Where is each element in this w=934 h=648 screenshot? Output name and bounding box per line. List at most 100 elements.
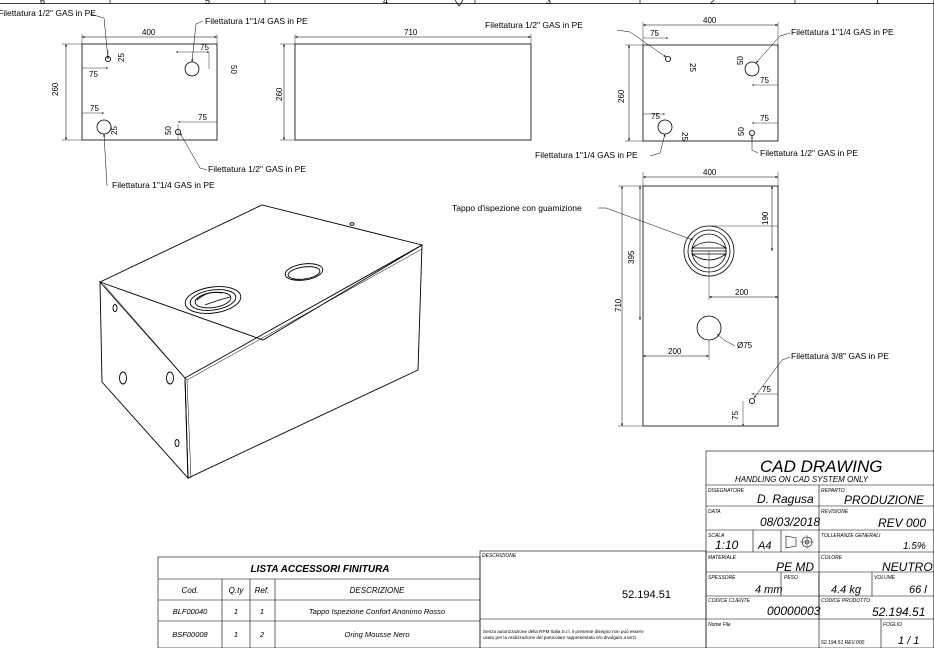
zone-number-3: 3 — [546, 0, 551, 6]
zone-number-4: 4 — [383, 0, 388, 6]
scale-label: SCALA — [708, 533, 725, 539]
table-row-2-code: BSF00008 — [172, 630, 208, 639]
top-note-inspection: Tappo d'ispezione con guamizione — [452, 203, 582, 213]
zone-number-6: 6 — [40, 0, 45, 6]
front-note-bottom-right: Filettatura 1/2" GAS in PE — [208, 164, 306, 174]
accessories-table — [157, 556, 481, 648]
rear-note-bottom-right: Filettatura 1/2" GAS in PE — [760, 148, 858, 158]
top-diameter: Ø75 — [737, 341, 753, 350]
rear-dim-g: 75 — [760, 114, 769, 123]
table-header-qty: Q.ty — [229, 586, 245, 595]
thickness-label: SPESSORE — [708, 575, 736, 581]
rear-dim-c: 50 — [736, 56, 745, 65]
side-height-dim: 260 — [275, 87, 284, 101]
revision-value: REV 000 — [878, 516, 926, 530]
product-code-value: 52.194.51 — [872, 605, 925, 619]
client-code-label: CODICE CLIENTE — [708, 598, 751, 604]
disclaimer-line-1: Senza autorizzazione della RPM Italia S.… — [483, 629, 644, 634]
sheet-label: FOGLIO — [883, 622, 902, 628]
top-dim-75: 75 — [762, 385, 771, 394]
side-length-dim: 710 — [404, 28, 418, 37]
thickness-value: 4 mm — [755, 584, 783, 596]
weight-label: PESO — [784, 575, 798, 581]
accessories-table-title: LISTA ACCESSORI FINITURA — [250, 564, 389, 575]
top-view-notes: Tappo d'ispezione con guamizione Filetta… — [452, 203, 889, 361]
zone-numbers: 6 5 4 3 2 1 — [40, 0, 880, 6]
material-value: PE MD — [776, 560, 814, 574]
rear-view — [616, 22, 791, 157]
description-label: DESCRIZIONE — [482, 553, 517, 559]
front-dim-a: 25 — [117, 53, 126, 62]
rear-dim-a: 75 — [650, 29, 659, 38]
zone-number-5: 5 — [205, 0, 210, 6]
table-header-description: DESCRIZIONE — [350, 586, 405, 595]
front-view-dims: 400 260 25 75 75 75 50 75 25 50 — [51, 28, 238, 135]
front-note-top-left: Filettatura 1/2" GAS in PE — [0, 8, 96, 18]
rear-view-notes: Filettatura 1/2" GAS in PE Filettatura 1… — [485, 20, 894, 160]
rear-height-dim: 260 — [617, 89, 626, 103]
title-block — [705, 450, 934, 648]
table-row-1-ref: 1 — [260, 607, 264, 616]
top-length-dim: 710 — [614, 298, 623, 312]
front-note-top-right: Filettatura 1"1/4 GAS in PE — [205, 16, 308, 26]
product-code-label: CODICE PRODOTTO — [821, 598, 870, 604]
rear-dim-h: 50 — [737, 127, 746, 136]
designer-label: DISEGNATORE — [708, 488, 745, 494]
rear-dim-d: 75 — [760, 76, 769, 85]
side-view — [280, 34, 532, 141]
volume-value: 66 l — [909, 584, 927, 596]
top-dim-190: 190 — [761, 211, 770, 225]
date-label: DATA — [708, 509, 721, 515]
color-value: NEUTRO — [882, 560, 933, 574]
rear-width-dim: 400 — [703, 16, 717, 25]
table-row-1-code: BLF00040 — [173, 607, 208, 616]
rear-note-top-right: Filettatura 1"1/4 GAS in PE — [791, 27, 894, 37]
description-value: 52.194.51 — [622, 589, 671, 601]
weight-value: 4.4 kg — [831, 584, 862, 596]
front-height-dim: 260 — [51, 82, 60, 96]
zone-number-1: 1 — [875, 0, 880, 6]
top-dim-75-b: 75 — [731, 411, 740, 420]
front-note-bottom-left: Filettatura 1"1/4 GAS in PE — [112, 180, 215, 190]
top-view — [598, 172, 791, 427]
front-dim-d: 75 — [200, 43, 209, 52]
tolerance-value: 1.5% — [903, 541, 926, 552]
disclaimer-line-2: usato per la realizzazione del particola… — [483, 635, 637, 640]
title-block-text: CAD DRAWING HANDLING ON CAD SYSTEM ONLY … — [708, 457, 933, 647]
table-header-code: Cod. — [182, 586, 199, 595]
description-block-text: DESCRIZIONE 52.194.51 Senza autorizzazio… — [482, 553, 671, 640]
accessories-table-text: LISTA ACCESSORI FINITURA Cod. Q.ty Ref. … — [172, 564, 445, 639]
front-width-dim: 400 — [142, 28, 156, 37]
top-dim-395: 395 — [627, 250, 636, 264]
title-block-subtitle: HANDLING ON CAD SYSTEM ONLY — [735, 475, 869, 484]
front-dim-f: 75 — [198, 113, 207, 122]
table-row-1-qty: 1 — [234, 607, 238, 616]
table-row-2-qty: 1 — [234, 630, 238, 639]
format-value: A4 — [757, 540, 771, 552]
department-value: PRODUZIONE — [844, 493, 925, 507]
rear-dim-b: 25 — [688, 63, 697, 72]
top-width-dim: 400 — [703, 168, 717, 177]
designer-value: D. Ragusa — [757, 492, 814, 506]
top-dim-200-b: 200 — [668, 347, 682, 356]
rear-note-bottom-left: Filettatura 1"1/4 GAS in PE — [535, 150, 638, 160]
rear-view-dims: 400 260 75 25 50 75 75 25 75 50 — [617, 16, 769, 141]
front-dim-h: 50 — [164, 126, 173, 135]
material-label: MATERIALE — [708, 555, 737, 561]
side-view-dims: 710 260 — [275, 28, 418, 101]
front-view — [62, 13, 218, 187]
file-label: Nome File — [708, 622, 731, 628]
department-label: REPARTO — [821, 488, 845, 494]
sheet-value: 1 / 1 — [898, 635, 919, 647]
front-view-notes: Filettatura 1/2" GAS in PE Filettatura 1… — [0, 8, 308, 190]
table-row-1-description: Tappo Ispezione Confort Anonimo Rosso — [309, 607, 445, 616]
top-view-dims: 400 710 395 190 200 200 Ø75 75 75 — [614, 168, 771, 420]
front-dim-c: 75 — [90, 104, 99, 113]
top-dim-200-a: 200 — [735, 288, 749, 297]
tolerance-label: TOLLERANZE GENERALI — [821, 533, 881, 539]
file-name-value: 52.194.51 REV.000 — [821, 640, 864, 646]
front-dim-g: 25 — [110, 126, 119, 135]
volume-label: VOLUME — [874, 575, 896, 581]
